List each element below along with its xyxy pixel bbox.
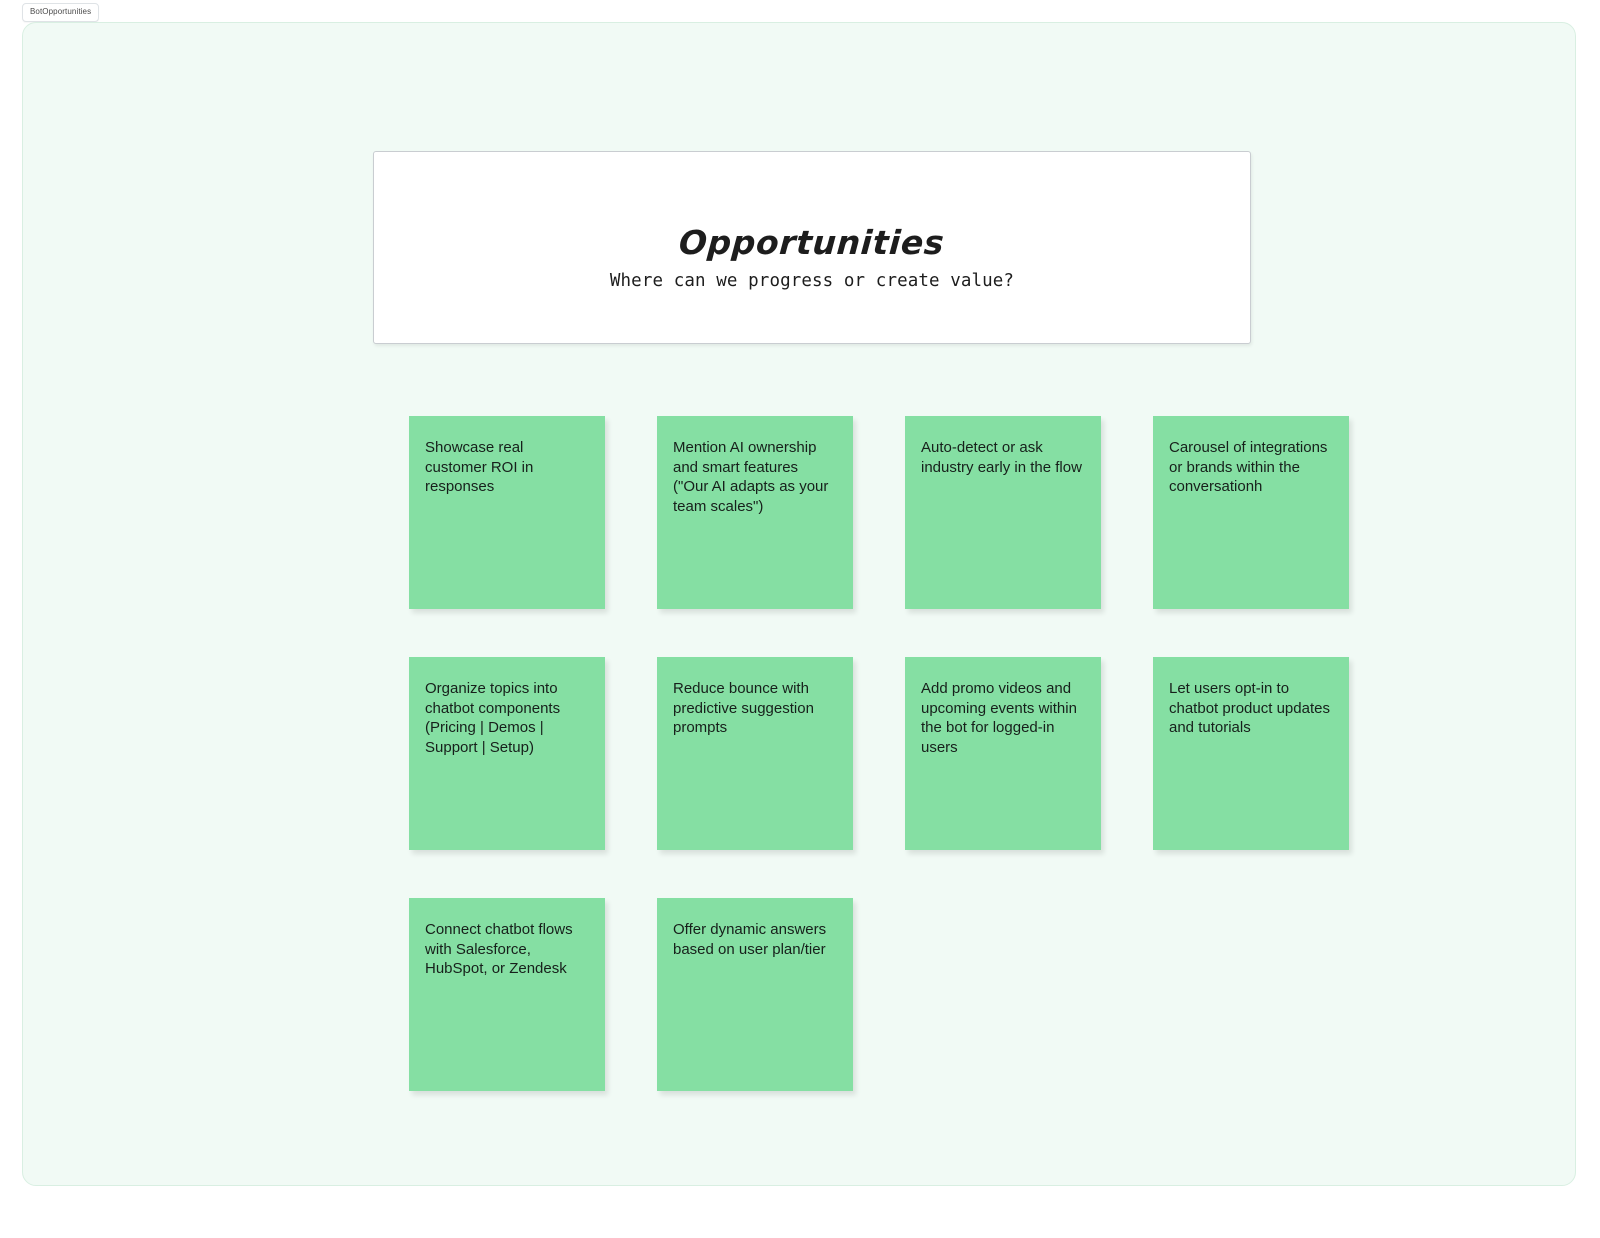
sticky-note-text: Let users opt-in to chatbot product upda… [1169, 680, 1335, 736]
sticky-note[interactable]: Add promo videos and upcoming events wit… [905, 657, 1101, 850]
sticky-note[interactable]: Let users opt-in to chatbot product upda… [1153, 657, 1349, 850]
sticky-note-text: Add promo videos and upcoming events wit… [921, 680, 1082, 756]
sticky-note-text: Mention AI ownership and smart features … [673, 439, 833, 515]
sticky-note-text: Auto-detect or ask industry early in the… [921, 439, 1082, 476]
board-canvas[interactable]: Opportunities Where can we progress or c… [22, 22, 1576, 1186]
sticky-note-text: Offer dynamic answers based on user plan… [673, 921, 831, 958]
sticky-note-text: Organize topics into chatbot components … [425, 680, 565, 756]
sticky-note-text: Carousel of integrations or brands withi… [1169, 439, 1332, 495]
title-card[interactable]: Opportunities Where can we progress or c… [373, 151, 1251, 344]
page-subtitle: Where can we progress or create value? [609, 271, 1015, 291]
sticky-note[interactable]: Organize topics into chatbot components … [409, 657, 605, 850]
sticky-note-text: Showcase real customer ROI in responses [425, 439, 538, 495]
sticky-note-text: Connect chatbot flows with Salesforce, H… [425, 921, 577, 977]
sticky-note[interactable]: Showcase real customer ROI in responses [409, 416, 605, 609]
sticky-note[interactable]: Auto-detect or ask industry early in the… [905, 416, 1101, 609]
page-title: Opportunities [678, 223, 947, 262]
sticky-note[interactable]: Offer dynamic answers based on user plan… [657, 898, 853, 1091]
sticky-notes-grid: Showcase real customer ROI in responses M… [409, 416, 1383, 1091]
sticky-note[interactable]: Reduce bounce with predictive suggestion… [657, 657, 853, 850]
sticky-note-text: Reduce bounce with predictive suggestion… [673, 680, 819, 736]
sticky-note[interactable]: Mention AI ownership and smart features … [657, 416, 853, 609]
sticky-note[interactable]: Connect chatbot flows with Salesforce, H… [409, 898, 605, 1091]
frame-tab-label[interactable]: BotOpportunities [22, 3, 100, 22]
sticky-note[interactable]: Carousel of integrations or brands withi… [1153, 416, 1349, 609]
